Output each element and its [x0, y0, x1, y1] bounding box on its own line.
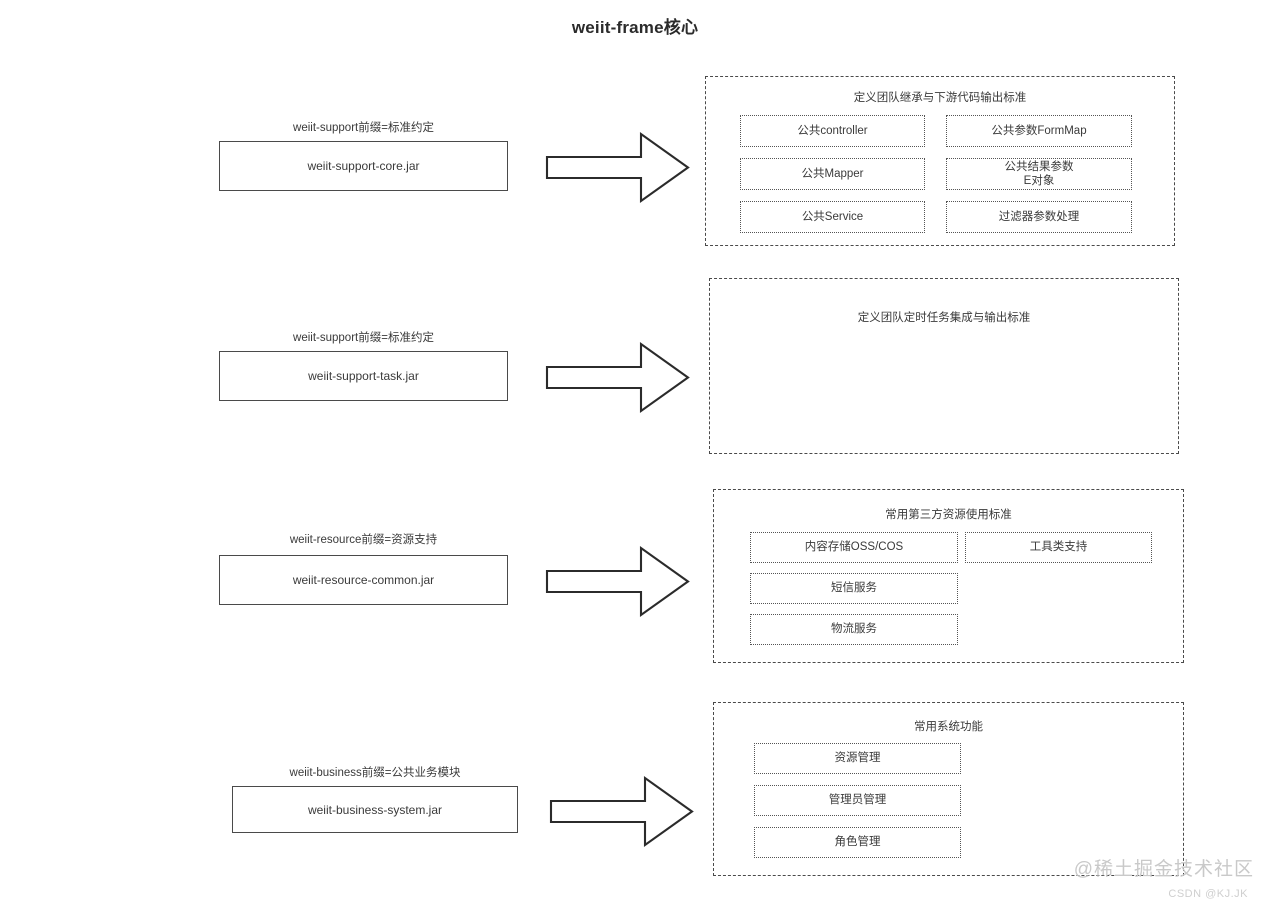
cell-filter-param-handling[interactable]: 过滤器参数处理 — [946, 201, 1132, 233]
panel-business-system: 常用系统功能 资源管理 管理员管理 角色管理 — [713, 702, 1184, 876]
module-label-3: weiit-resource前缀=资源支持 — [289, 534, 438, 546]
jar-box-resource-common[interactable]: weiit-resource-common.jar — [219, 555, 508, 605]
cell-role-management[interactable]: 角色管理 — [754, 827, 961, 858]
cell-public-controller[interactable]: 公共controller — [740, 115, 925, 147]
jar-box-business-system[interactable]: weiit-business-system.jar — [232, 786, 518, 833]
cell-logistics-service[interactable]: 物流服务 — [750, 614, 958, 645]
jar-box-support-task[interactable]: weiit-support-task.jar — [219, 351, 508, 401]
cell-sms-service[interactable]: 短信服务 — [750, 573, 958, 604]
cell-public-formmap[interactable]: 公共参数FormMap — [946, 115, 1132, 147]
watermark-csdn: CSDN @KJ.JK — [1168, 888, 1248, 900]
watermark-juejin: @稀土掘金技术社区 — [1073, 859, 1254, 880]
module-label-4: weiit-business前缀=公共业务模块 — [289, 767, 461, 779]
cell-content-storage[interactable]: 内容存储OSS/COS — [750, 532, 958, 563]
cell-tool-support[interactable]: 工具类支持 — [965, 532, 1152, 563]
panel-title-2: 定义团队定时任务集成与输出标准 — [857, 312, 1031, 324]
right-arrow-icon-4 — [549, 775, 694, 848]
right-arrow-icon-2 — [545, 341, 690, 414]
cell-public-mapper[interactable]: 公共Mapper — [740, 158, 925, 190]
cell-resource-management[interactable]: 资源管理 — [754, 743, 961, 774]
cell-admin-management[interactable]: 管理员管理 — [754, 785, 961, 816]
jar-box-support-core[interactable]: weiit-support-core.jar — [219, 141, 508, 191]
module-label-1: weiit-support前缀=标准约定 — [293, 122, 434, 134]
page-title: weiit-frame核心 — [571, 18, 699, 37]
panel-support-core: 定义团队继承与下游代码输出标准 公共controller 公共Mapper 公共… — [705, 76, 1175, 246]
right-arrow-icon-3 — [545, 545, 690, 618]
panel-title-1: 定义团队继承与下游代码输出标准 — [853, 92, 1027, 104]
module-label-2: weiit-support前缀=标准约定 — [293, 332, 434, 344]
cell-public-service[interactable]: 公共Service — [740, 201, 925, 233]
panel-title-4: 常用系统功能 — [914, 721, 983, 733]
right-arrow-icon-1 — [545, 131, 690, 204]
panel-resource-common: 常用第三方资源使用标准 内容存储OSS/COS 短信服务 物流服务 工具类支持 — [713, 489, 1184, 663]
panel-title-3: 常用第三方资源使用标准 — [885, 509, 1012, 521]
panel-support-task: 定义团队定时任务集成与输出标准 — [709, 278, 1179, 454]
